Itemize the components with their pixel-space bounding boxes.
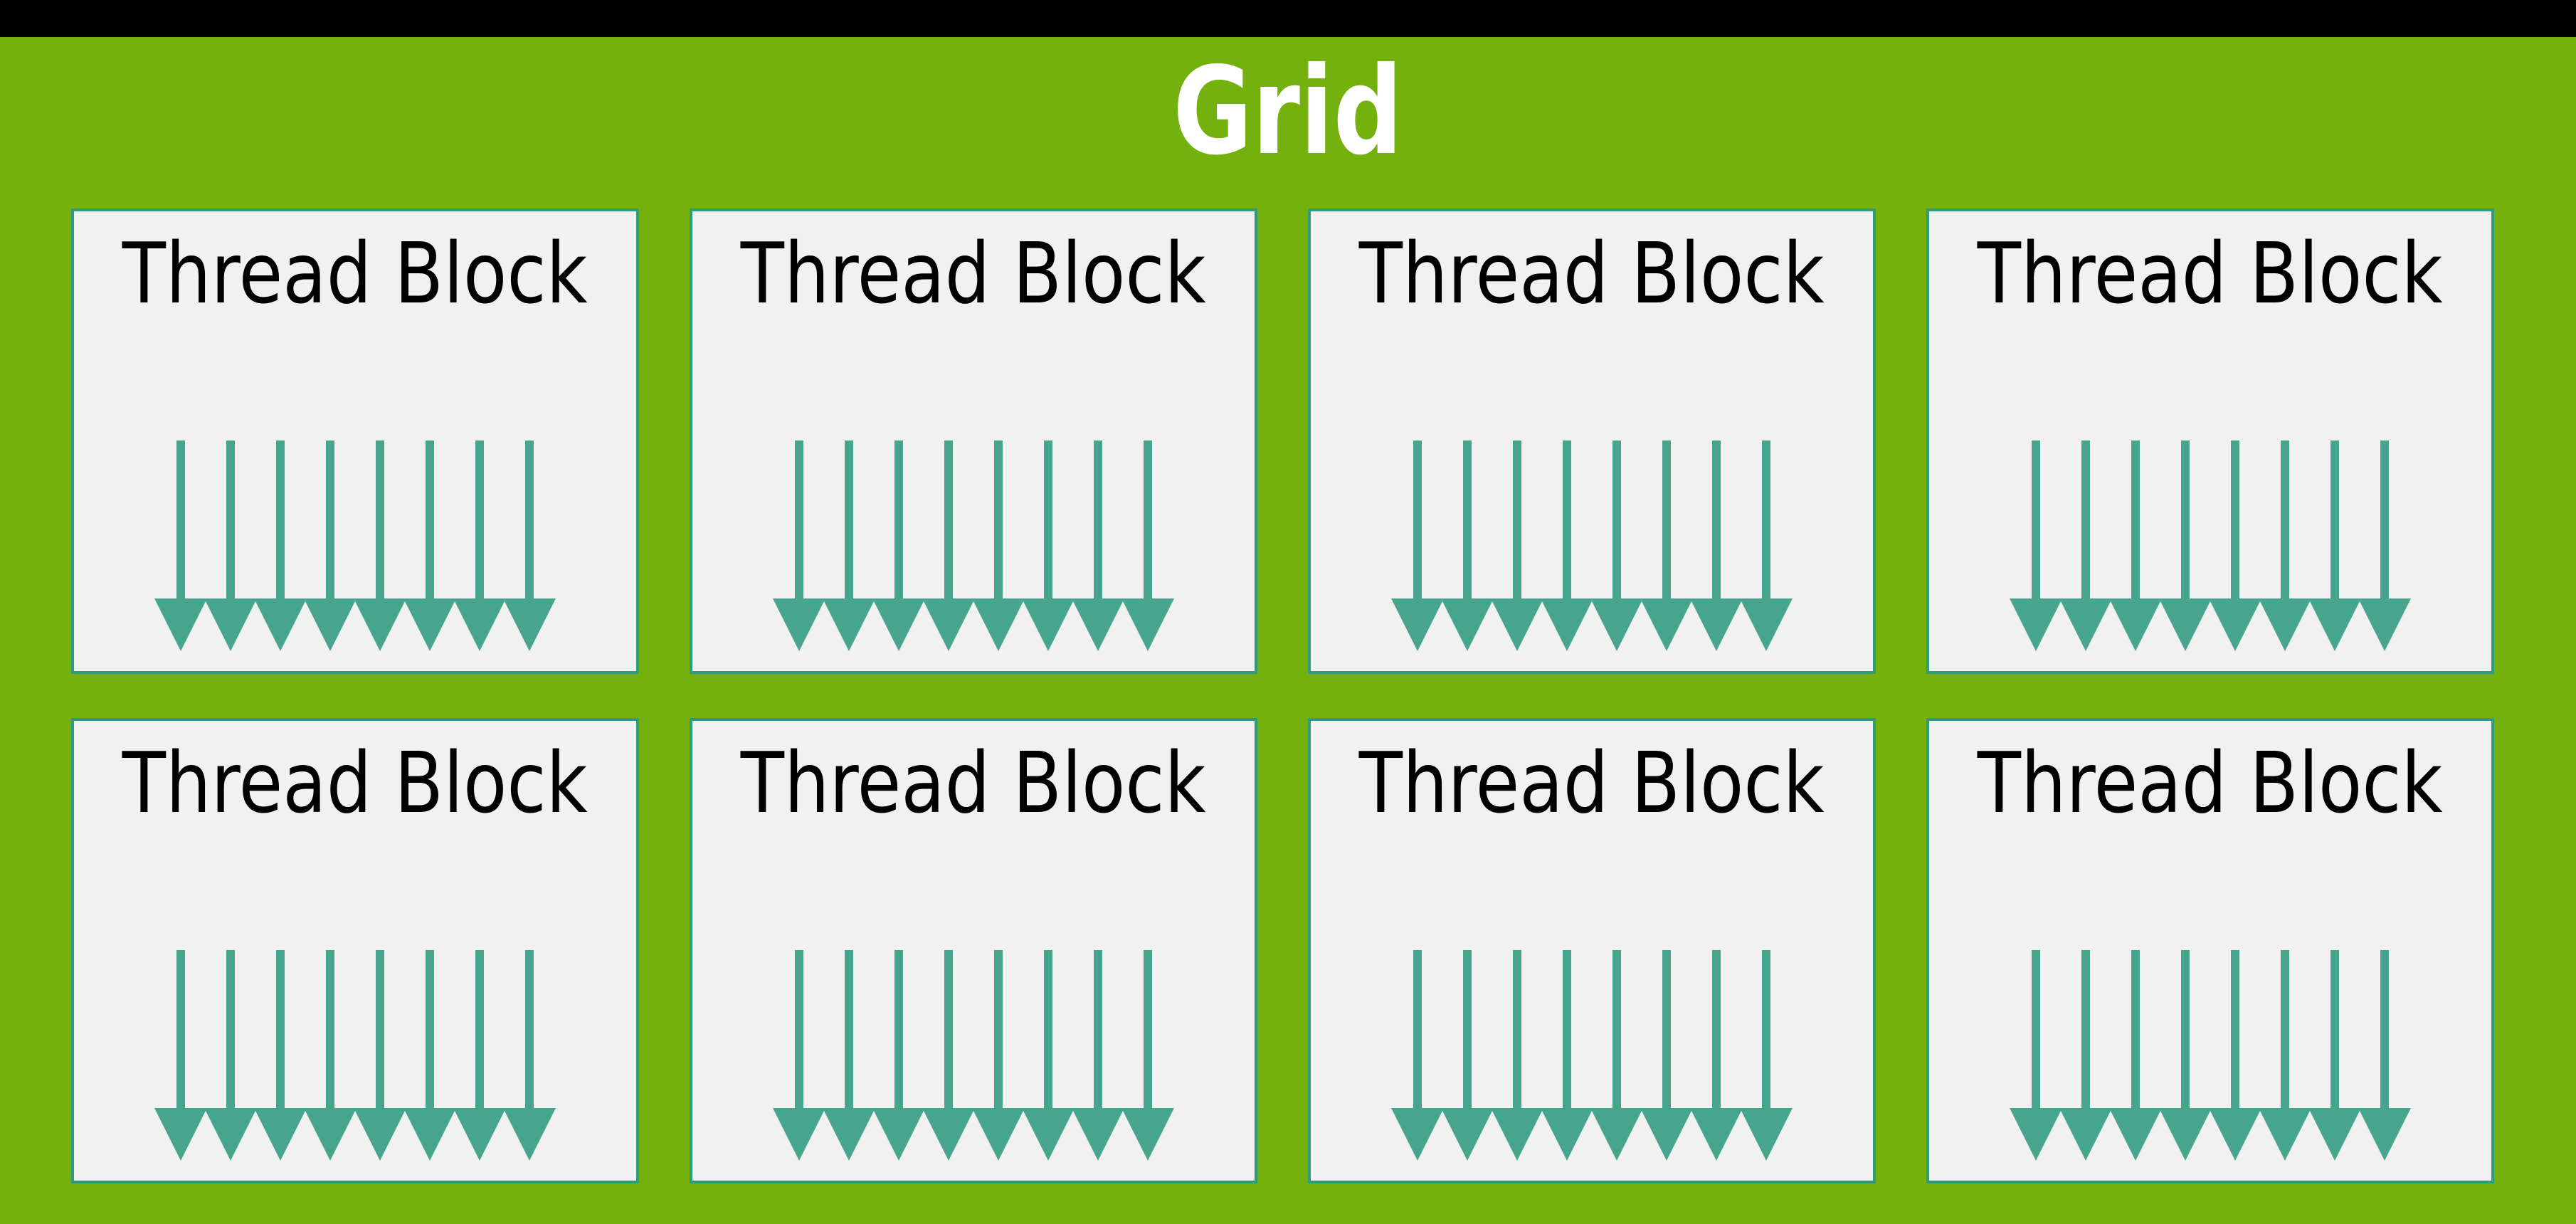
thread-block-label: Thread Block: [741, 734, 1206, 832]
thread-blocks-grid: Thread Block Thread Block Thread Block T…: [71, 209, 2494, 1183]
thread-block-label: Thread Block: [1978, 734, 2443, 832]
thread-block-label: Thread Block: [741, 224, 1206, 322]
thread-block: Thread Block: [1308, 209, 1876, 674]
thread-block-label: Thread Block: [122, 734, 588, 832]
thread-arrows-icon: [1391, 440, 1793, 651]
thread-block-label: Thread Block: [1359, 224, 1825, 322]
thread-block: Thread Block: [690, 209, 1257, 674]
thread-arrows-icon: [773, 950, 1174, 1161]
thread-arrows-icon: [154, 950, 556, 1161]
thread-block: Thread Block: [690, 718, 1257, 1183]
thread-block: Thread Block: [71, 718, 639, 1183]
thread-arrows-icon: [773, 440, 1174, 651]
grid-title-area: Grid: [0, 37, 2576, 209]
top-black-bar: [0, 0, 2576, 37]
thread-block-label: Thread Block: [1978, 224, 2443, 322]
thread-block-label: Thread Block: [122, 224, 588, 322]
thread-block: Thread Block: [1926, 718, 2494, 1183]
thread-arrows-icon: [1391, 950, 1793, 1161]
thread-arrows-icon: [2010, 950, 2411, 1161]
thread-arrows-icon: [154, 440, 556, 651]
thread-block: Thread Block: [71, 209, 639, 674]
thread-arrows-icon: [2010, 440, 2411, 651]
thread-block-label: Thread Block: [1359, 734, 1825, 832]
thread-block: Thread Block: [1926, 209, 2494, 674]
thread-block: Thread Block: [1308, 718, 1876, 1183]
grid-panel: Grid Thread Block Thread Block Thread Bl…: [0, 37, 2576, 1183]
grid-title: Grid: [1173, 41, 1403, 182]
